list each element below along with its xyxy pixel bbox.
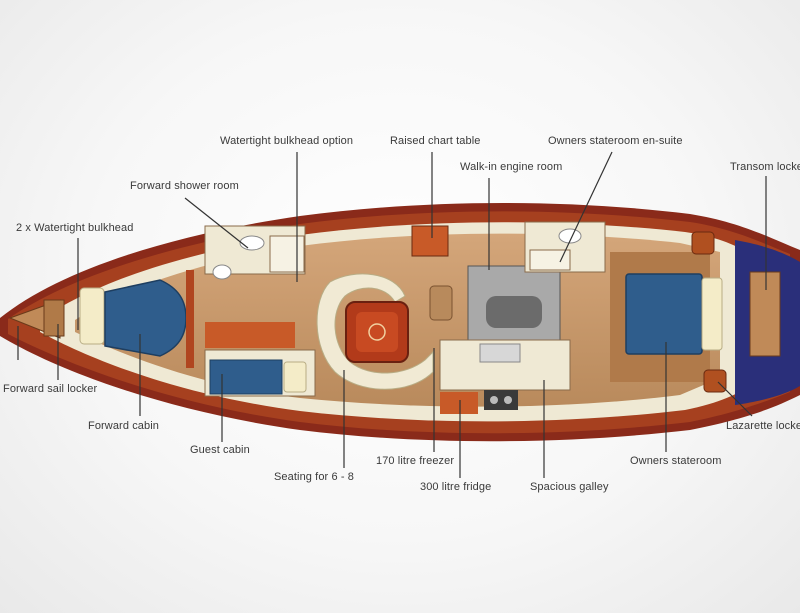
label-forward-cabin: Forward cabin <box>88 420 159 432</box>
label-transom-locker: Transom locke <box>730 161 800 173</box>
forward-bulkhead <box>186 270 194 368</box>
label-walk-in-engine-room: Walk-in engine room <box>460 161 563 173</box>
label-lazarette-locker: Lazarette locke <box>726 420 800 432</box>
label-forward-sail-locker: Forward sail locker <box>3 383 98 395</box>
label-freezer: 170 litre freezer <box>376 455 455 467</box>
galley-sink <box>479 343 521 363</box>
ensuite-basin <box>558 228 582 244</box>
guest-cabin-pillows <box>283 361 307 393</box>
burner <box>504 396 512 404</box>
saloon-table-inner <box>356 312 398 352</box>
label-guest-cabin: Guest cabin <box>190 444 250 456</box>
nav-seat <box>429 285 453 321</box>
passage-units <box>205 322 295 348</box>
engine-block <box>486 296 542 328</box>
galley-stove <box>484 390 518 410</box>
owners-pillows <box>701 277 723 351</box>
label-raised-chart-table: Raised chart table <box>390 135 481 147</box>
guest-cabin-berth <box>209 359 283 395</box>
label-galley: Spacious galley <box>530 481 609 493</box>
leader-line <box>717 381 753 417</box>
label-owners-stateroom-ensuite: Owners stateroom en-suite <box>548 135 683 147</box>
ensuite-shower <box>529 249 571 271</box>
table-compass <box>368 323 386 341</box>
label-owners-stateroom: Owners stateroom <box>630 455 722 467</box>
forward-cabin-berth <box>104 279 187 357</box>
label-watertight-bulkhead-x2: 2 x Watertight bulkhead <box>16 222 134 234</box>
shower-tray <box>269 235 305 273</box>
forward-cabin-pillows <box>79 287 105 345</box>
label-fridge: 300 litre fridge <box>420 481 492 493</box>
forward-sail-locker <box>43 299 65 337</box>
transom-locker <box>749 271 781 357</box>
wc-bowl <box>212 264 232 280</box>
aft-locker <box>691 231 715 255</box>
chart-table <box>411 225 449 257</box>
shower-basin <box>239 235 265 251</box>
fridge-unit <box>440 392 478 414</box>
label-seating: Seating for 6 - 8 <box>274 471 354 483</box>
label-watertight-bulkhead-option: Watertight bulkhead option <box>220 135 354 147</box>
burner <box>490 396 498 404</box>
leader-line <box>184 197 249 249</box>
owners-stateroom-berth <box>625 273 703 355</box>
lazarette <box>703 369 727 393</box>
label-forward-shower-room: Forward shower room <box>130 180 239 192</box>
leader-line <box>559 151 613 263</box>
saloon-seating <box>316 273 434 390</box>
